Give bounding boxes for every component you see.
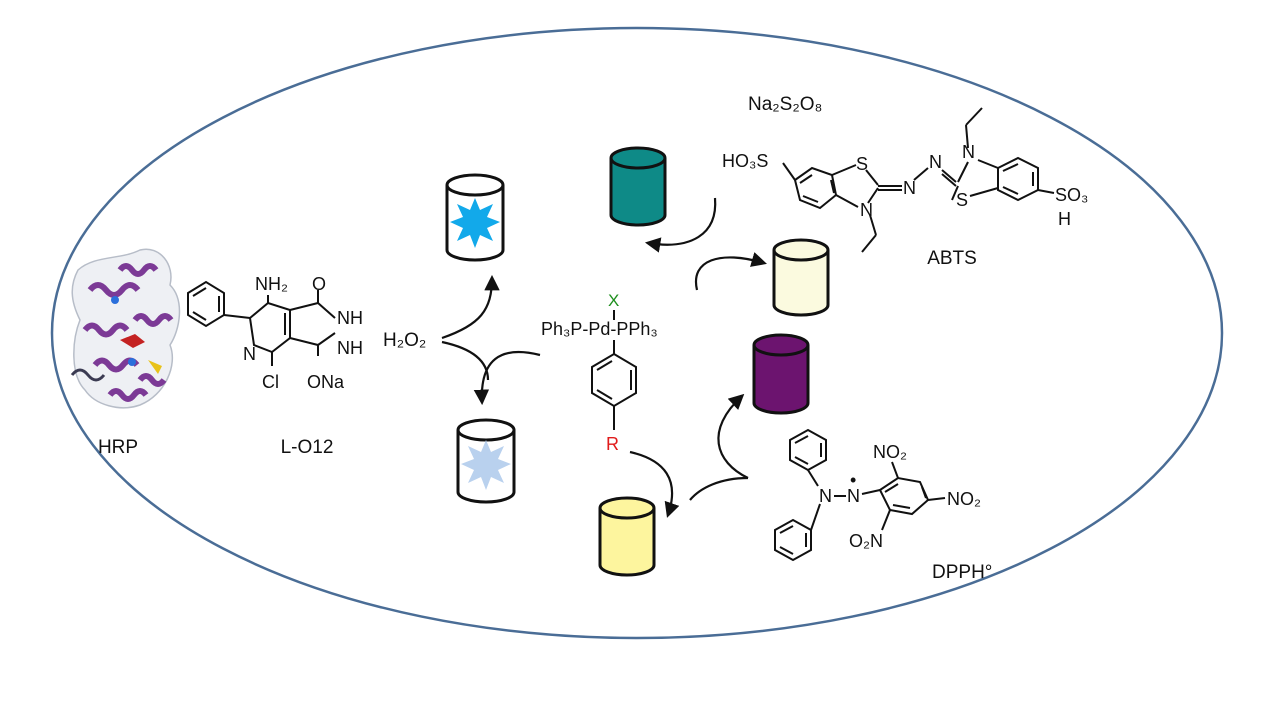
abts-n1: N bbox=[860, 200, 873, 220]
abts-label: ABTS bbox=[927, 248, 977, 269]
na2s2o8-label: Na₂S₂O₈ bbox=[748, 94, 822, 115]
dpph-radical-dot: • bbox=[850, 470, 856, 490]
cylinder-pale-star bbox=[456, 418, 516, 504]
dpph-no2-top: NO₂ bbox=[873, 442, 907, 462]
lo12-cl: Cl bbox=[262, 372, 279, 392]
abts-azo-n2: N bbox=[929, 152, 942, 172]
arrow-to-purple-cylinder bbox=[717, 393, 749, 479]
lo12-label: L-O12 bbox=[281, 437, 334, 458]
outer-ellipse bbox=[50, 26, 1224, 640]
dpph-n2: N bbox=[847, 486, 860, 506]
abts-structure bbox=[782, 107, 1055, 253]
lo12-structure bbox=[187, 280, 336, 366]
cylinder-purple bbox=[752, 333, 810, 415]
hrp-protein-image bbox=[70, 248, 181, 409]
arrow-to-teal-cylinder bbox=[644, 197, 717, 253]
pd-x-label: X bbox=[608, 291, 619, 310]
pd-aryl-ring bbox=[591, 352, 637, 430]
dpph-no2-bottom: O₂N bbox=[849, 531, 883, 551]
abts-s1: S bbox=[856, 154, 868, 174]
abts-so3: SO₃ bbox=[1055, 185, 1088, 205]
dpph-label: DPPH° bbox=[932, 562, 992, 583]
lo12-nh2: NH₂ bbox=[255, 274, 288, 294]
abts-n2: N bbox=[962, 142, 975, 162]
lo12-o: O bbox=[312, 274, 326, 294]
hrp-label: HRP bbox=[98, 437, 138, 458]
cylinder-yellow bbox=[598, 496, 656, 577]
cylinder-teal bbox=[609, 146, 667, 227]
bright-star-icon bbox=[450, 198, 500, 248]
abts-h: H bbox=[1058, 209, 1071, 229]
arrow-to-cream-cylinder bbox=[694, 252, 767, 291]
abts-azo-n1: N bbox=[903, 178, 916, 198]
abts-s2: S bbox=[956, 190, 968, 210]
arrow-from-pd-to-pale-cylinder bbox=[473, 350, 541, 406]
cylinder-bright-star bbox=[445, 173, 505, 262]
lo12-ona: ONa bbox=[307, 372, 345, 392]
arrow-h2o2-join bbox=[441, 340, 490, 381]
arrow-from-r-to-yellow-cylinder bbox=[629, 450, 680, 518]
cylinder-cream bbox=[772, 238, 830, 317]
pd-complex-line: Ph₃P-Pd-PPh₃ bbox=[541, 319, 658, 339]
h2o2-label: H₂O₂ bbox=[383, 330, 426, 351]
lo12-nh-bottom: NH bbox=[337, 338, 363, 358]
lo12-nh-top: NH bbox=[337, 308, 363, 328]
dpph-n1: N bbox=[819, 486, 832, 506]
dpph-structure bbox=[774, 428, 946, 562]
arrow-dpph-branch bbox=[689, 476, 749, 501]
lo12-n: N bbox=[243, 344, 256, 364]
dpph-no2-right: NO₂ bbox=[947, 489, 981, 509]
abts-ho3s: HO₃S bbox=[722, 151, 768, 171]
pale-star-icon bbox=[461, 440, 511, 490]
arrow-to-bright-cylinder bbox=[441, 274, 500, 340]
pd-r-label: R bbox=[606, 434, 619, 454]
